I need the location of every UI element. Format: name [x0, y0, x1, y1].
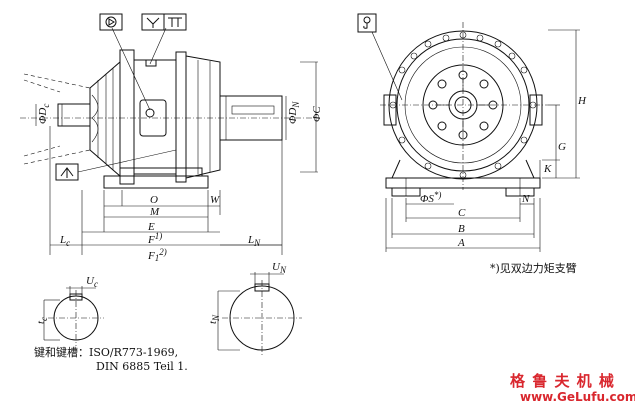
dim-K: K	[543, 163, 552, 175]
dim-F1: F12)	[147, 247, 167, 263]
side-view	[20, 27, 318, 255]
input-shaft-section	[43, 286, 104, 346]
dim-E: E	[147, 221, 155, 233]
dim-G: G	[558, 141, 566, 153]
dim-Lc: Lc	[59, 234, 70, 248]
dim-H: H	[577, 95, 587, 107]
torque-arm-note: *)见双边力矩支臂	[490, 262, 577, 275]
dim-N: N	[521, 193, 530, 205]
dim-tN: tN	[207, 314, 221, 324]
dim-W: W	[210, 194, 220, 206]
dim-Dc: ΦDc	[37, 104, 51, 124]
dim-O: O	[150, 194, 158, 206]
oil-fill-icon	[99, 13, 123, 31]
dim-F: F1)	[147, 231, 162, 246]
watermark-chinese: 格 鲁 夫 机 械	[510, 372, 615, 390]
dim-C-diameter: ΦC	[311, 106, 323, 122]
dim-LN: LN	[247, 234, 261, 248]
key-standard-note-1: 键和键槽：ISO/R773-1969,	[34, 346, 179, 359]
drain-icon-side	[55, 163, 79, 181]
output-shaft-section	[217, 272, 302, 356]
vent-icon	[141, 13, 165, 31]
dim-DN: ΦDN	[287, 101, 301, 124]
dim-M: M	[149, 206, 160, 218]
dim-UN: UN	[272, 261, 287, 275]
dim-Uc: Uc	[86, 275, 98, 289]
drain-icon	[163, 13, 187, 31]
watermark-url[interactable]: www.GeLufu.com	[520, 390, 635, 404]
lifting-eye-icon	[357, 13, 377, 33]
key-standard-note-2: DIN 6885 Teil 1.	[96, 360, 188, 373]
dim-C: C	[458, 207, 466, 219]
dim-S: ΦS*)	[420, 190, 441, 205]
dim-tc: tc	[35, 317, 49, 324]
end-view	[371, 22, 580, 252]
dim-B: B	[458, 223, 465, 235]
dim-A: A	[457, 237, 465, 249]
